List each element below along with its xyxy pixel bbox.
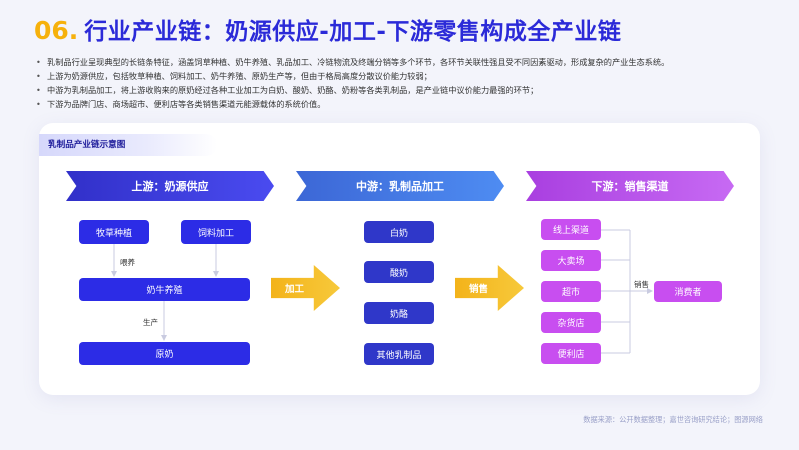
data-source: 数据来源：公开数据整理；嘉世咨询研究结论；图源网络 xyxy=(583,415,763,424)
node-other-dairy: 其他乳制品 xyxy=(364,343,434,365)
node-channel-convenience: 便利店 xyxy=(541,343,601,364)
stage-downstream: 下游：销售渠道 xyxy=(526,171,734,201)
node-cheese: 奶酪 xyxy=(364,302,434,324)
node-cattle: 奶牛养殖 xyxy=(79,278,250,301)
edge-label-produce: 生产 xyxy=(143,318,158,327)
page-title: 06. 行业产业链：奶源供应-加工-下游零售构成全产业链 xyxy=(34,12,621,46)
node-white-milk: 白奶 xyxy=(364,221,434,243)
node-channel-online: 线上渠道 xyxy=(541,219,601,240)
summary-bullets: 乳制品行业呈现典型的长链条特征，涵盖饲草种植、奶牛养殖、乳品加工、冷链物流及终端… xyxy=(36,55,776,111)
node-consumer: 消费者 xyxy=(654,281,722,302)
bullet-item: 下游为品牌门店、商场超市、便利店等各类销售渠道元能源载体的系统价值。 xyxy=(36,97,776,111)
node-channel-hypermarket: 大卖场 xyxy=(541,250,601,271)
bullet-item: 乳制品行业呈现典型的长链条特征，涵盖饲草种植、奶牛养殖、乳品加工、冷链物流及终端… xyxy=(36,55,776,69)
stage-upstream: 上游：奶源供应 xyxy=(66,171,274,201)
card-tag: 乳制品产业链示意图 xyxy=(39,134,217,156)
title-number: 06. xyxy=(34,16,79,45)
node-raw-milk: 原奶 xyxy=(79,342,250,365)
node-yogurt: 酸奶 xyxy=(364,261,434,283)
title-text: 行业产业链：奶源供应-加工-下游零售构成全产业链 xyxy=(84,19,622,45)
node-channel-grocery: 杂货店 xyxy=(541,312,601,333)
bullet-item: 上游为奶源供应，包括牧草种植、饲料加工、奶牛养殖、原奶生产等，但由于格局高度分散… xyxy=(36,69,776,83)
edge-label-sales: 销售 xyxy=(634,280,649,289)
node-forage: 牧草种植 xyxy=(79,220,149,244)
bullet-item: 中游为乳制品加工，将上游收购来的原奶经过各种工业加工为白奶、酸奶、奶酪、奶粉等各… xyxy=(36,83,776,97)
node-channel-supermarket: 超市 xyxy=(541,281,601,302)
edge-label-feed: 喂养 xyxy=(120,258,135,267)
node-feed: 饲料加工 xyxy=(181,220,251,244)
stage-midstream: 中游：乳制品加工 xyxy=(296,171,504,201)
